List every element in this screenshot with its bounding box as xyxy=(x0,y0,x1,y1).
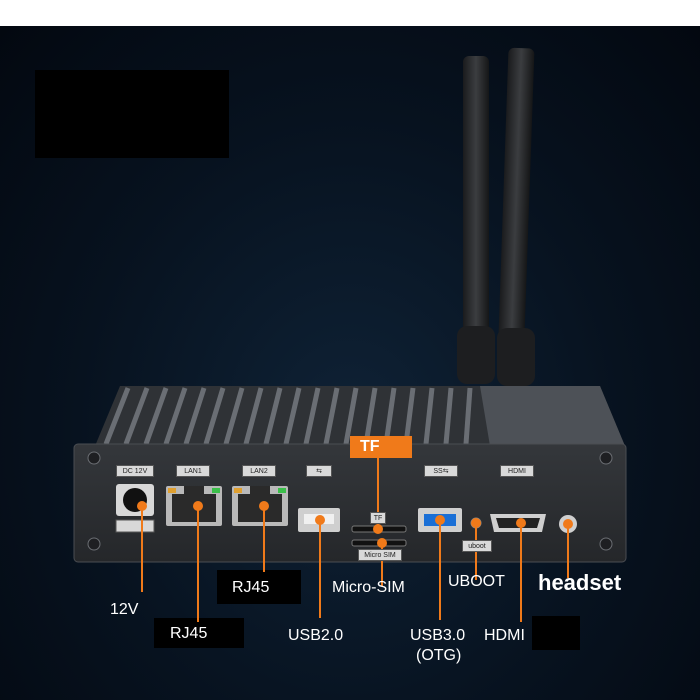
hdmi-tag: HDMI xyxy=(500,465,534,477)
redaction-box-hdmi-right xyxy=(532,616,580,650)
dc-jack xyxy=(115,484,155,533)
product-photo: DC 12V LAN1 LAN2 ⇆ SS⇆ HDMI TF Micro SIM… xyxy=(0,26,700,700)
front-panel xyxy=(73,443,627,563)
dc-12v-tag: DC 12V xyxy=(116,465,154,477)
label-rj45-lan2: RJ45 xyxy=(232,579,270,596)
micro-sim-small-tag: Micro SIM xyxy=(358,549,402,561)
label-hdmi: HDMI xyxy=(484,627,525,644)
label-micro-sim: Micro-SIM xyxy=(332,579,405,596)
label-headset: headset xyxy=(538,570,622,595)
label-usb30: USB3.0 xyxy=(410,627,466,644)
heatsink-fins xyxy=(95,386,625,446)
label-uboot: UBOOT xyxy=(448,573,505,590)
device-illustration xyxy=(73,47,627,622)
redaction-box-rj45-right xyxy=(217,570,301,604)
tf-small-tag: TF xyxy=(370,512,386,524)
label-rj45-lan1: RJ45 xyxy=(170,625,208,642)
uboot-small-tag: uboot xyxy=(462,540,492,552)
ss-usb-tag: SS⇆ xyxy=(424,465,458,477)
redaction-box-top-left xyxy=(35,70,229,158)
usb-symbol-tag: ⇆ xyxy=(306,465,332,477)
redaction-box-rj45-bottom xyxy=(154,618,244,648)
label-otg: (OTG) xyxy=(416,647,462,664)
antenna-right xyxy=(497,47,535,386)
label-12v: 12V xyxy=(110,601,139,618)
lan1-tag: LAN1 xyxy=(176,465,210,477)
antenna-left xyxy=(457,56,495,384)
tf-banner: TF xyxy=(350,436,412,458)
lan2-tag: LAN2 xyxy=(242,465,276,477)
callout-lines xyxy=(137,456,573,622)
label-usb20: USB2.0 xyxy=(288,627,344,644)
